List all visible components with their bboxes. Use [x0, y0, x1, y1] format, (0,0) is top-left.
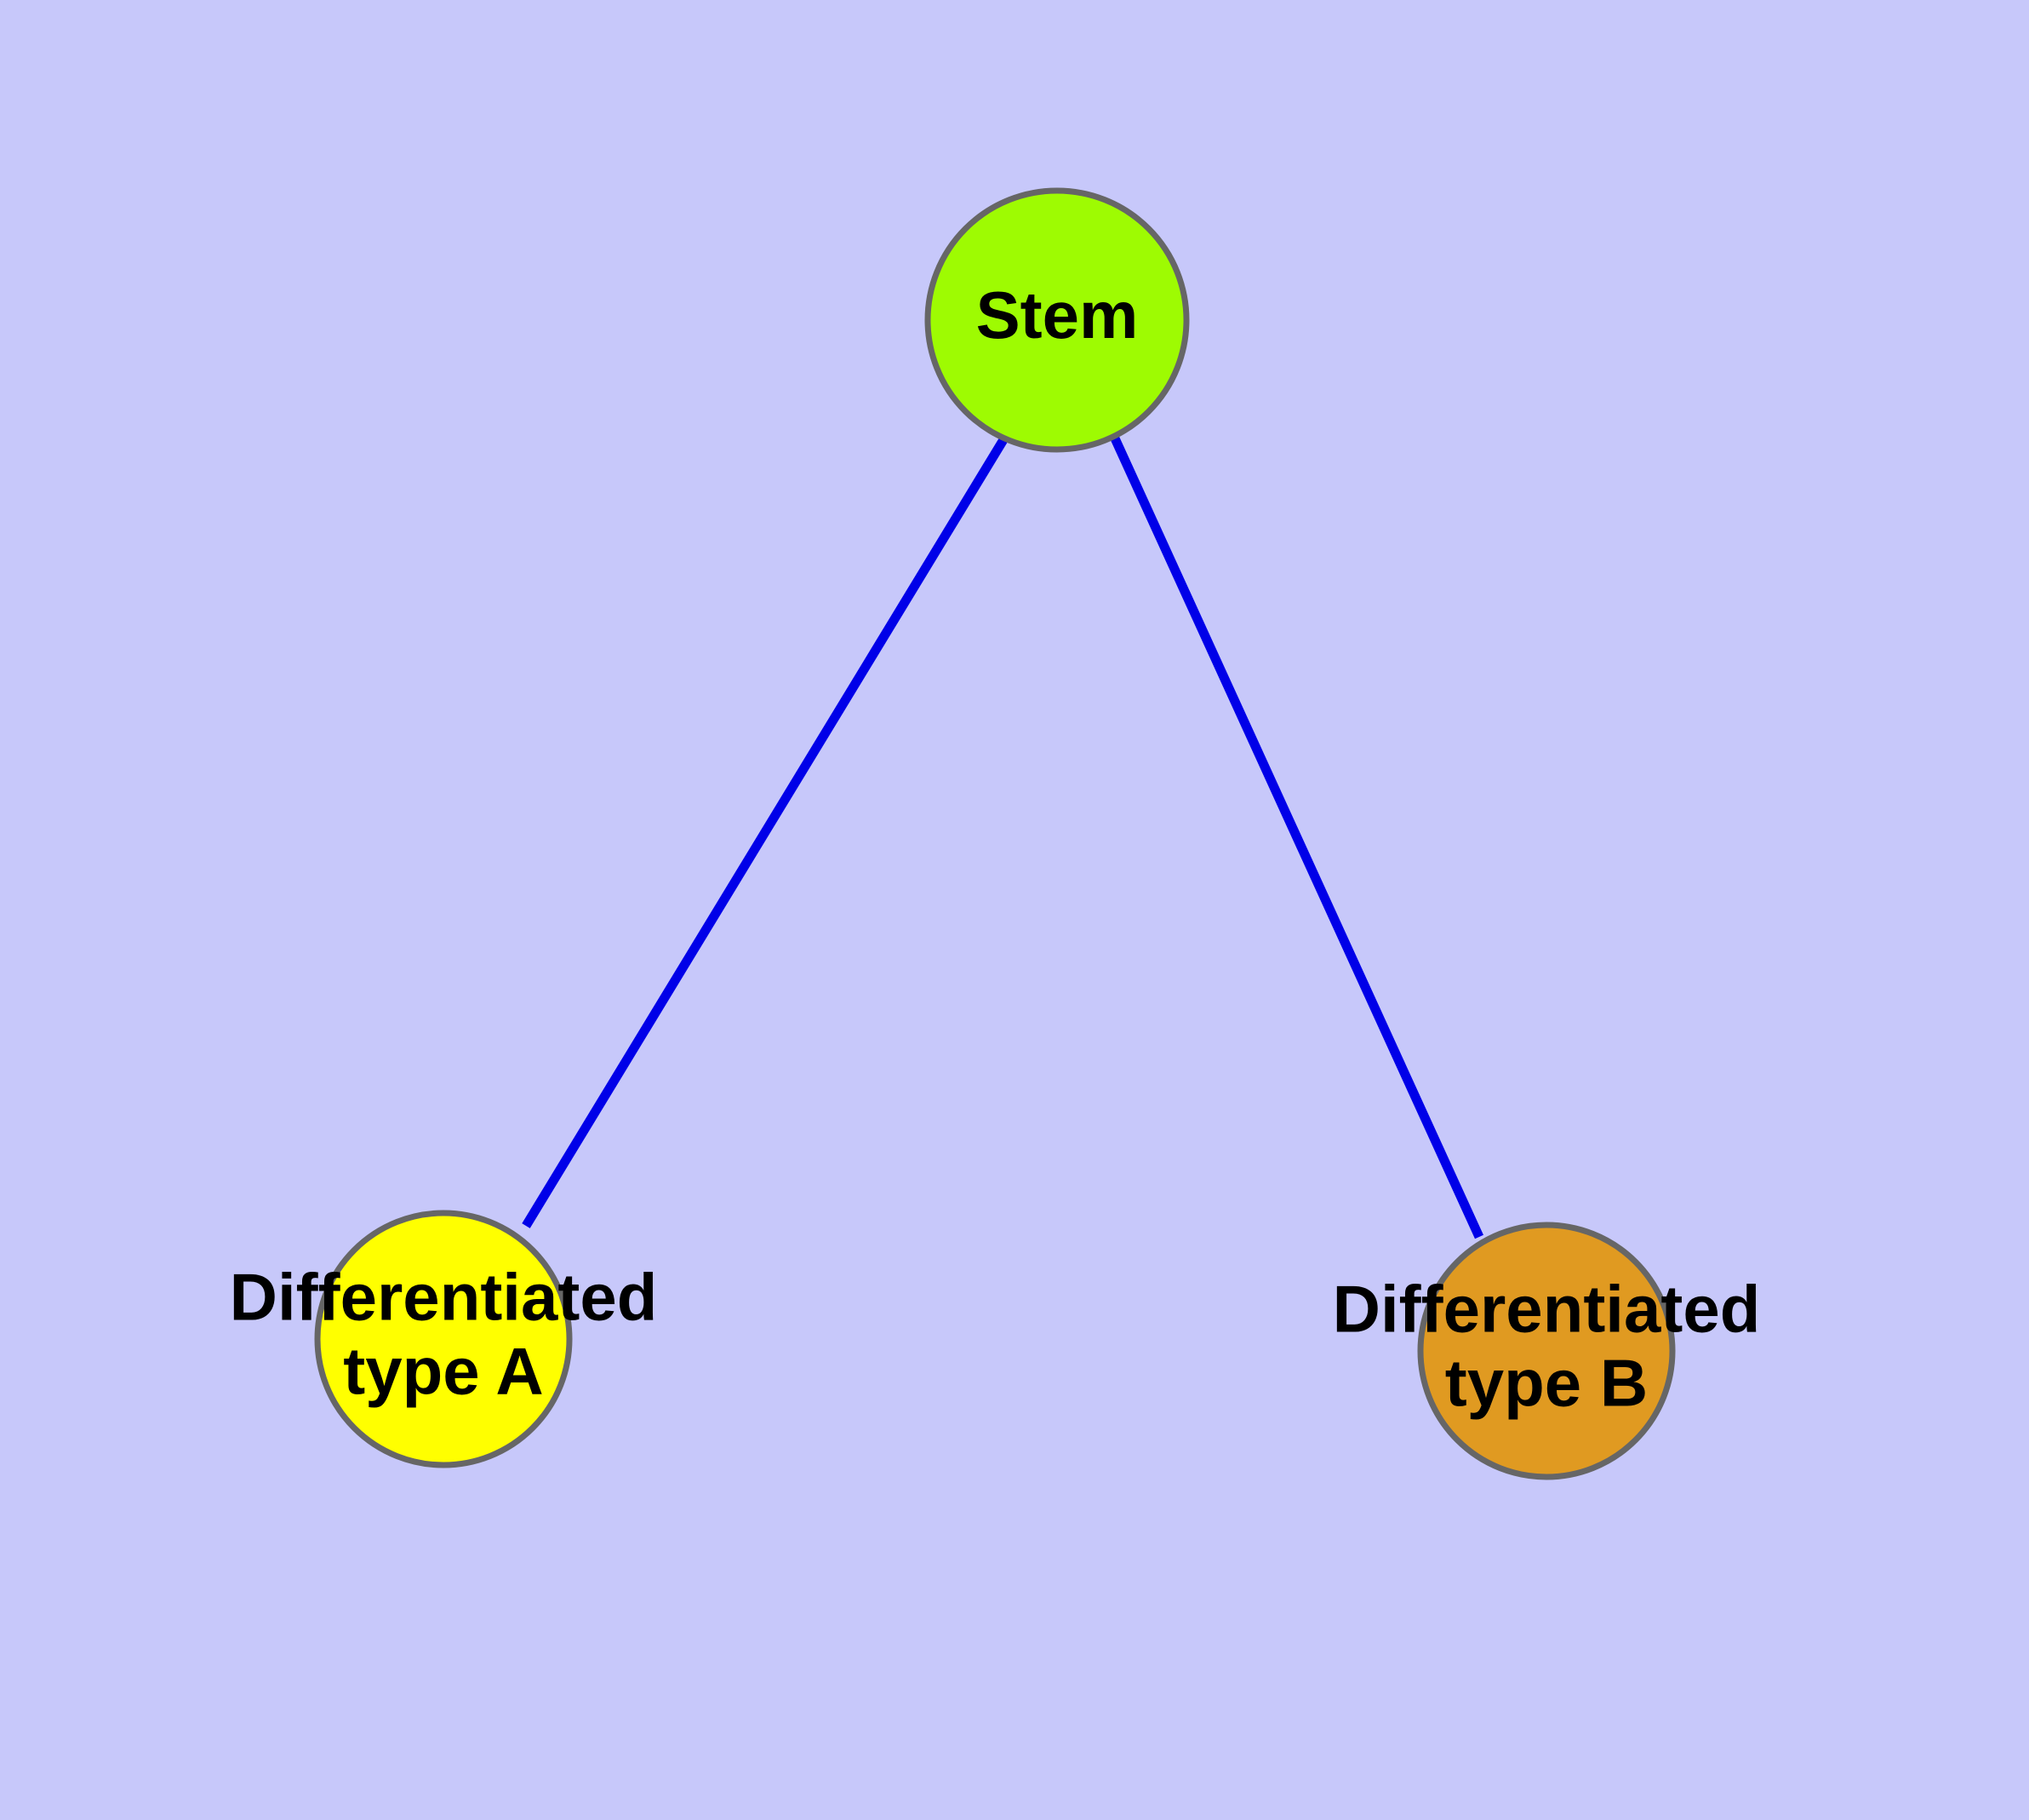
node-circle-diff-b[interactable]	[1417, 1222, 1676, 1480]
node-label-line: type B	[1445, 1345, 1648, 1420]
node-label-line: Differentiated	[1333, 1271, 1761, 1346]
node-circle-diff-a[interactable]	[314, 1210, 573, 1468]
edge-stem-to-diff-b[interactable]	[1110, 436, 1484, 1239]
node-label-line: Stem	[976, 278, 1139, 352]
node-label-line: Differentiated	[230, 1259, 658, 1334]
node-circle-stem[interactable]	[924, 187, 1190, 453]
node-label-line: type A	[343, 1333, 544, 1408]
node-label-stem: Stem	[976, 278, 1139, 352]
edges-layer	[522, 436, 1484, 1239]
edge-stem-to-diff-a[interactable]	[522, 436, 1009, 1228]
nodes-layer	[314, 187, 1676, 1480]
